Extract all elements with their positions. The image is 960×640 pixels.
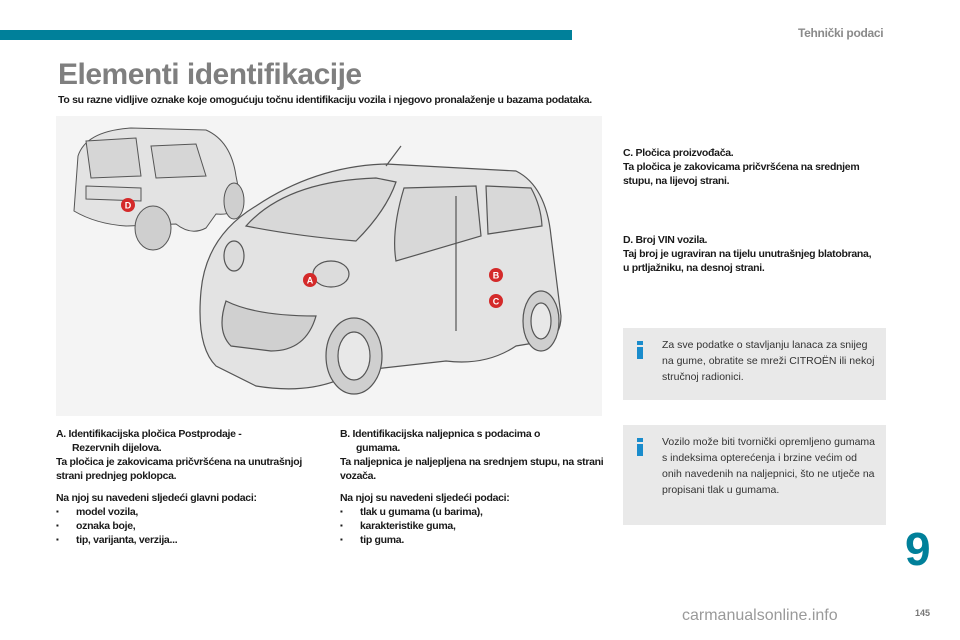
callout-c-body: Ta pločica je zakovicama pričvršćena na …	[623, 161, 860, 187]
svg-text:C: C	[493, 297, 500, 307]
caption-b-list-intro: Na njoj su navedeni sljedeći podaci:	[340, 492, 510, 504]
chapter-number: 9	[905, 523, 931, 575]
caption-a-heading: A. Identifikacijska pločica Postprodaje …	[56, 428, 242, 440]
list-item: tip, varijanta, verzija...	[56, 533, 331, 547]
caption-b: B. Identifikacijska naljepnica s podacim…	[340, 427, 615, 547]
caption-b-heading: B. Identifikacijska naljepnica s podacim…	[340, 428, 541, 440]
callout-c: C. Pločica proizvođača. Ta pločica je za…	[623, 146, 873, 188]
header-accent-bar	[0, 30, 572, 40]
svg-text:D: D	[125, 201, 132, 211]
section-label: Tehnički podaci	[798, 26, 884, 40]
callout-d-heading: D. Broj VIN vozila.	[623, 234, 708, 246]
page-number: 145	[915, 608, 931, 618]
list-item: tip guma.	[340, 533, 615, 547]
svg-text:B: B	[493, 271, 500, 281]
list-item: model vozila,	[56, 505, 331, 519]
list-item: karakteristike guma,	[340, 519, 615, 533]
caption-a-heading-cont: Rezervnih dijelova.	[72, 442, 162, 454]
info-icon	[637, 438, 643, 456]
watermark: carmanualsonline.info	[682, 607, 838, 624]
callout-d-body: Taj broj je ugraviran na tijelu unutrašn…	[623, 248, 872, 274]
info-box-snow-chains: Za sve podatke o stavljanju lanaca za sn…	[623, 328, 886, 400]
info-box-text: Za sve podatke o stavljanju lanaca za sn…	[662, 339, 875, 383]
caption-a-list-intro: Na njoj su navedeni sljedeći glavni poda…	[56, 492, 257, 504]
caption-a: A. Identifikacijska pločica Postprodaje …	[56, 427, 331, 547]
svg-text:A: A	[307, 276, 314, 286]
caption-a-list: model vozila, oznaka boje, tip, varijant…	[56, 505, 331, 547]
vehicle-illustration: D A B C	[56, 116, 602, 416]
caption-b-heading-cont: gumama.	[356, 442, 400, 454]
caption-a-body: Ta pločica je zakovicama pričvršćena na …	[56, 456, 302, 482]
callout-d: D. Broj VIN vozila. Taj broj je ugravira…	[623, 233, 873, 275]
caption-b-list: tlak u gumama (u barima), karakteristike…	[340, 505, 615, 547]
car-drawing-icon: D A B C	[56, 116, 602, 416]
info-box-tyre-index: Vozilo može biti tvornički opremljeno gu…	[623, 425, 886, 525]
list-item: oznaka boje,	[56, 519, 331, 533]
info-box-text: Vozilo može biti tvornički opremljeno gu…	[662, 436, 876, 496]
list-item: tlak u gumama (u barima),	[340, 505, 615, 519]
info-icon	[637, 341, 643, 359]
caption-b-body: Ta naljepnica je naljepljena na srednjem…	[340, 456, 604, 482]
page-subtitle: To su razne vidljive oznake koje omoguću…	[58, 94, 592, 106]
callout-c-heading: C. Pločica proizvođača.	[623, 147, 734, 159]
page-title: Elementi identifikacije	[58, 58, 362, 91]
